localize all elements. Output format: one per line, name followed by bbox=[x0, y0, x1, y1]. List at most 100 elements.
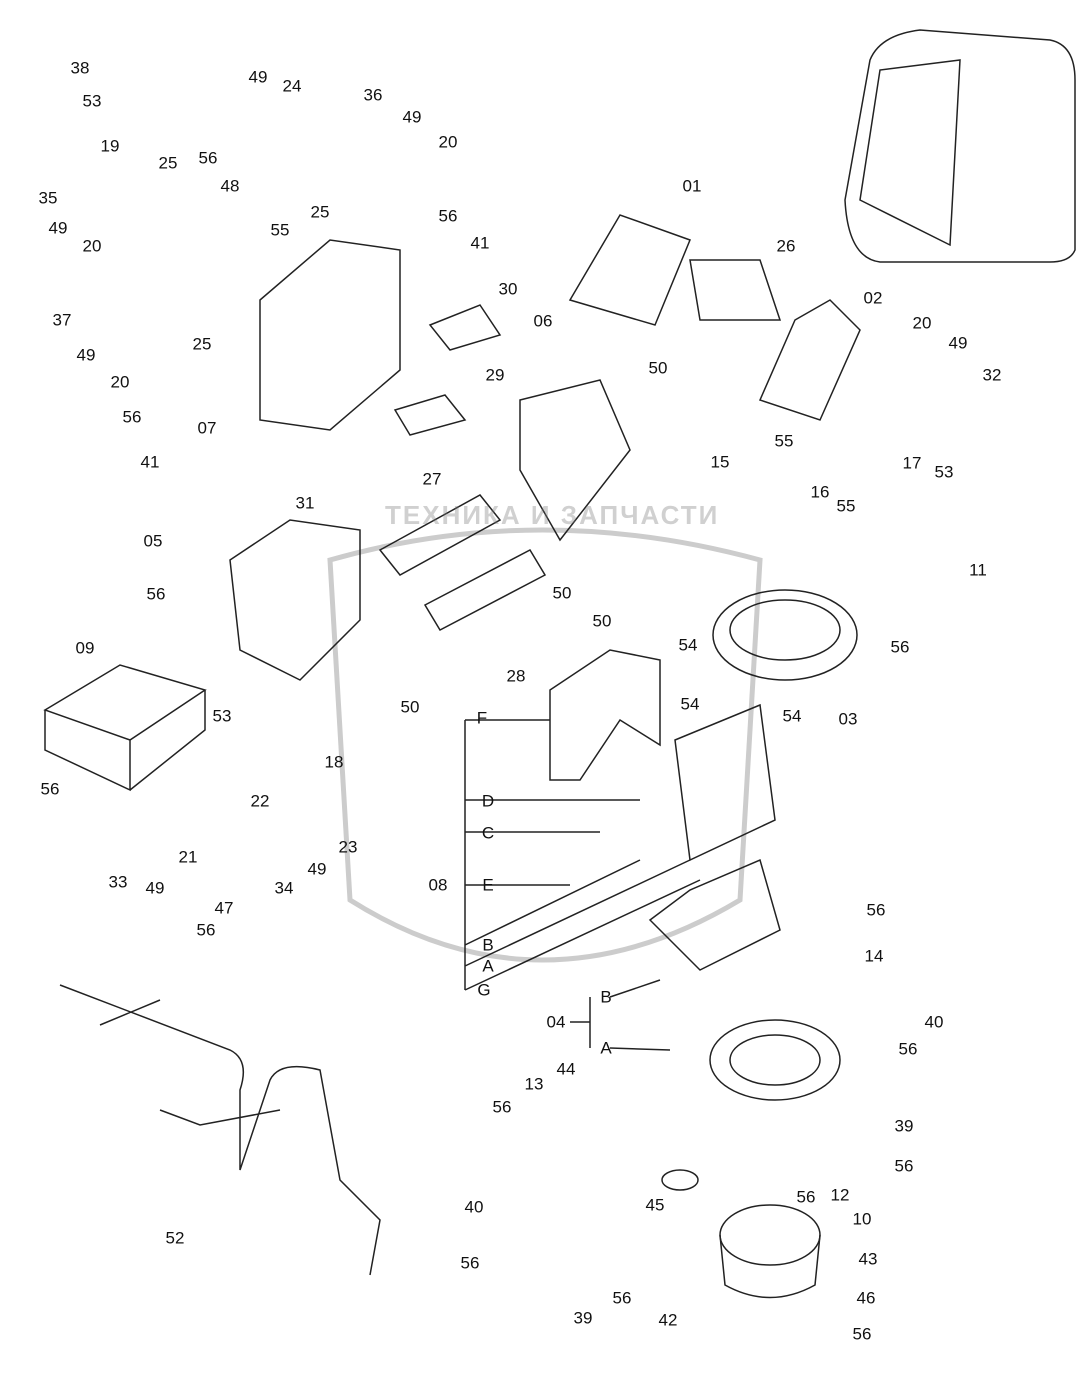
callout-C: C bbox=[481, 823, 495, 843]
callout-40: 40 bbox=[924, 1012, 944, 1032]
callout-56: 56 bbox=[612, 1288, 632, 1308]
callout-06: 06 bbox=[533, 311, 553, 331]
callout-53: 53 bbox=[934, 462, 954, 482]
callout-56: 56 bbox=[866, 900, 886, 920]
callout-54: 54 bbox=[680, 694, 700, 714]
case-05 bbox=[229, 519, 361, 681]
callout-B: B bbox=[600, 987, 612, 1007]
callout-B: B bbox=[482, 935, 494, 955]
callout-F: F bbox=[476, 708, 488, 728]
callout-55: 55 bbox=[774, 431, 794, 451]
callout-48: 48 bbox=[220, 176, 240, 196]
callout-25: 25 bbox=[158, 153, 178, 173]
callout-54: 54 bbox=[678, 635, 698, 655]
callout-05: 05 bbox=[143, 531, 163, 551]
blower-fan-10 bbox=[719, 1204, 821, 1266]
callout-10: 10 bbox=[852, 1209, 872, 1229]
callout-56: 56 bbox=[898, 1039, 918, 1059]
callout-23: 23 bbox=[338, 837, 358, 857]
callout-39: 39 bbox=[894, 1116, 914, 1136]
callout-55: 55 bbox=[836, 496, 856, 516]
callout-56: 56 bbox=[890, 637, 910, 657]
callout-49: 49 bbox=[307, 859, 327, 879]
callout-36: 36 bbox=[363, 85, 383, 105]
callout-01: 01 bbox=[682, 176, 702, 196]
filter-30 bbox=[428, 304, 502, 351]
callout-11: 11 bbox=[969, 560, 987, 580]
callout-49: 49 bbox=[402, 107, 422, 127]
callout-09: 09 bbox=[75, 638, 95, 658]
callout-20: 20 bbox=[438, 132, 458, 152]
callout-49: 49 bbox=[76, 345, 96, 365]
callout-40: 40 bbox=[464, 1197, 484, 1217]
callout-20: 20 bbox=[110, 372, 130, 392]
callout-41: 41 bbox=[470, 233, 490, 253]
callout-49: 49 bbox=[948, 333, 968, 353]
callout-35: 35 bbox=[38, 188, 58, 208]
callout-47: 47 bbox=[214, 898, 234, 918]
callout-56: 56 bbox=[460, 1253, 480, 1273]
callout-43: 43 bbox=[858, 1249, 878, 1269]
callout-54: 54 bbox=[782, 706, 802, 726]
callout-56: 56 bbox=[122, 407, 142, 427]
callout-52: 52 bbox=[165, 1228, 185, 1248]
callout-56: 56 bbox=[894, 1156, 914, 1176]
callout-53: 53 bbox=[212, 706, 232, 726]
callout-25: 25 bbox=[192, 334, 212, 354]
callout-56: 56 bbox=[438, 206, 458, 226]
pad-45 bbox=[661, 1169, 699, 1191]
callout-31: 31 bbox=[295, 493, 315, 513]
callout-53: 53 bbox=[82, 91, 102, 111]
cab-window bbox=[859, 59, 961, 247]
group-bracket-08 bbox=[464, 719, 701, 991]
callout-07: 07 bbox=[197, 418, 217, 438]
callout-44: 44 bbox=[556, 1059, 576, 1079]
callout-39: 39 bbox=[573, 1308, 593, 1328]
callout-15: 15 bbox=[710, 452, 730, 472]
callout-45: 45 bbox=[645, 1195, 665, 1215]
callout-D: D bbox=[481, 791, 495, 811]
cab-outline bbox=[844, 29, 1076, 263]
callout-16: 16 bbox=[810, 482, 830, 502]
callout-12: 12 bbox=[830, 1185, 850, 1205]
logo-shield bbox=[327, 527, 763, 963]
box-04 bbox=[648, 858, 781, 971]
callout-25: 25 bbox=[310, 202, 330, 222]
callout-56: 56 bbox=[796, 1187, 816, 1207]
callout-50: 50 bbox=[648, 358, 668, 378]
callout-A: A bbox=[600, 1038, 612, 1058]
callout-49: 49 bbox=[48, 218, 68, 238]
callout-24: 24 bbox=[282, 76, 302, 96]
duct-06 bbox=[519, 379, 631, 542]
callout-A: A bbox=[482, 956, 494, 976]
group-bracket-04 bbox=[570, 979, 671, 1051]
callout-56: 56 bbox=[198, 148, 218, 168]
bracket-F bbox=[549, 649, 661, 781]
case-07 bbox=[259, 239, 401, 431]
callout-08: 08 bbox=[428, 875, 448, 895]
callout-32: 32 bbox=[982, 365, 1002, 385]
callout-49: 49 bbox=[145, 878, 165, 898]
callout-49: 49 bbox=[248, 67, 268, 87]
callout-46: 46 bbox=[856, 1288, 876, 1308]
callout-02: 02 bbox=[863, 288, 883, 308]
watermark: ТЕХНИКА И ЗАПЧАСТИ bbox=[385, 500, 720, 530]
evaporator bbox=[674, 703, 776, 862]
callout-56: 56 bbox=[492, 1097, 512, 1117]
callout-33: 33 bbox=[108, 872, 128, 892]
filter-27 bbox=[378, 494, 502, 576]
callout-14: 14 bbox=[864, 946, 884, 966]
filter-28 bbox=[423, 549, 547, 631]
callout-04: 04 bbox=[546, 1012, 566, 1032]
callout-28: 28 bbox=[506, 666, 526, 686]
callout-29: 29 bbox=[485, 365, 505, 385]
callout-41: 41 bbox=[140, 452, 160, 472]
callout-38: 38 bbox=[70, 58, 90, 78]
callout-20: 20 bbox=[82, 236, 102, 256]
callout-22: 22 bbox=[250, 791, 270, 811]
heater-core bbox=[43, 664, 207, 792]
callout-19: 19 bbox=[100, 136, 120, 156]
frame-01 bbox=[568, 214, 691, 326]
